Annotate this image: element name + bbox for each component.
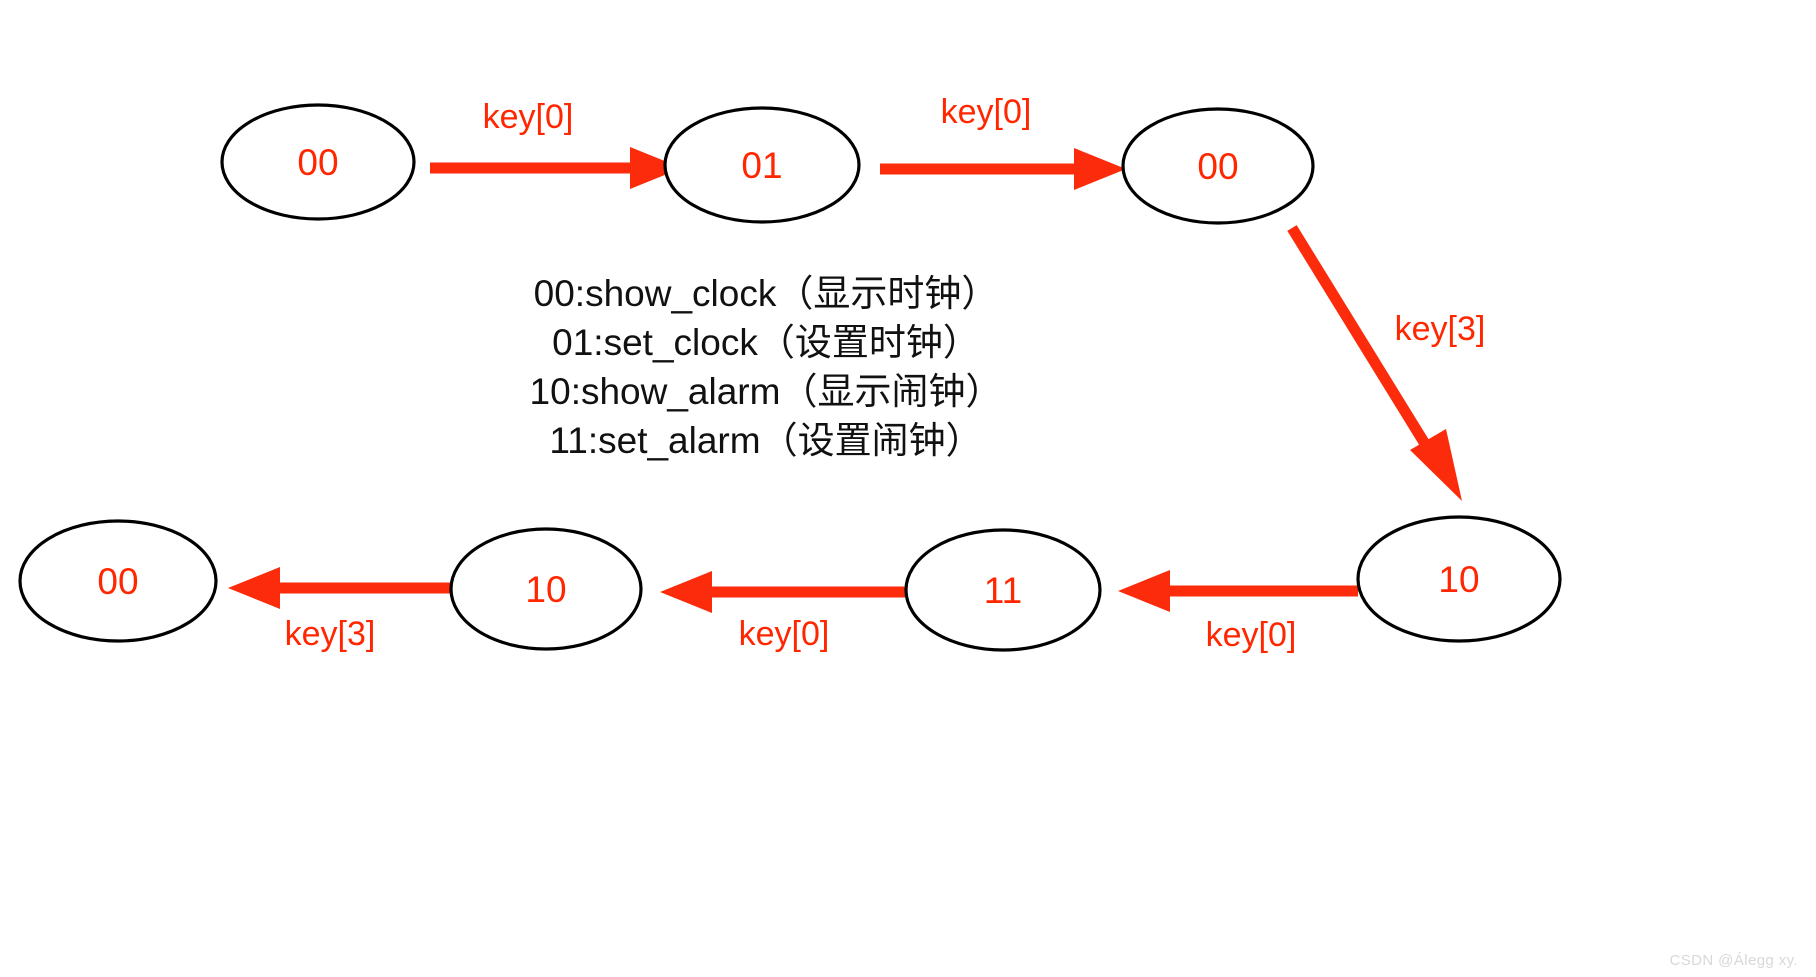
state-ellipse [18, 519, 218, 643]
state-node-label: 00 [1197, 146, 1238, 187]
edge-label-key3-bottom-left: key[3] [285, 615, 376, 653]
legend-line-set-clock: 01:set_clock（设置时钟） [552, 322, 980, 363]
legend-line-set-alarm: 11:set_alarm（设置闹钟） [549, 420, 982, 461]
arrow-head-icon [1410, 429, 1462, 501]
state-ellipse [663, 106, 861, 224]
state-node-label: 01 [741, 145, 782, 186]
edge-label-key0-bottom-middle: key[0] [739, 615, 830, 653]
state-ellipse [220, 103, 416, 221]
state-node-label: 00 [297, 142, 338, 183]
arrow-head-icon [1074, 148, 1126, 190]
legend-line-show-alarm: 10:show_alarm（显示闹钟） [530, 371, 1003, 412]
state-ellipse [904, 528, 1102, 652]
edge-10-to-11 [1118, 570, 1358, 612]
state-ellipse [1356, 515, 1562, 643]
arrow-head-icon [228, 567, 280, 609]
edge-00-to-01 [430, 147, 682, 189]
edge-label-key0-bottom-right: key[0] [1206, 616, 1297, 654]
arrow-head-icon [660, 571, 712, 613]
edge-label-key0-top-right: key[0] [941, 93, 1032, 131]
edge-label-key3-diagonal: key[3] [1395, 310, 1486, 348]
arrow-head-icon [1118, 570, 1170, 612]
state-node-label: 00 [97, 561, 138, 602]
legend-line-show-clock: 00:show_clock（显示时钟） [534, 273, 999, 314]
edge-01-to-00 [880, 148, 1126, 190]
arrow-head-icon [630, 147, 682, 189]
state-node-11-bottom[interactable]: 11 [904, 528, 1102, 652]
edge-label-key0-top-left: key[0] [483, 98, 574, 136]
state-node-00-top-left[interactable]: 00 [220, 103, 416, 221]
state-ellipse [449, 527, 643, 651]
edge-00-to-10-diagonal [1287, 225, 1462, 501]
state-node-label: 10 [525, 569, 566, 610]
state-node-00-bottom-left[interactable]: 00 [18, 519, 218, 643]
legend-block: 00:show_clock（显示时钟） 01:set_clock（设置时钟） 1… [530, 273, 1003, 461]
state-ellipse [1121, 107, 1315, 225]
state-node-01-top[interactable]: 01 [663, 106, 861, 224]
edge-11-to-10 [660, 571, 906, 613]
state-node-10-bottom-right[interactable]: 10 [1356, 515, 1562, 643]
edge-line [1287, 225, 1435, 455]
state-node-label: 11 [984, 570, 1022, 611]
state-node-00-top-right[interactable]: 00 [1121, 107, 1315, 225]
state-node-10-bottom[interactable]: 10 [449, 527, 643, 651]
state-node-label: 10 [1438, 559, 1479, 600]
watermark: CSDN @Álegg xy. [1669, 952, 1798, 969]
edge-10-to-00 [228, 567, 452, 609]
